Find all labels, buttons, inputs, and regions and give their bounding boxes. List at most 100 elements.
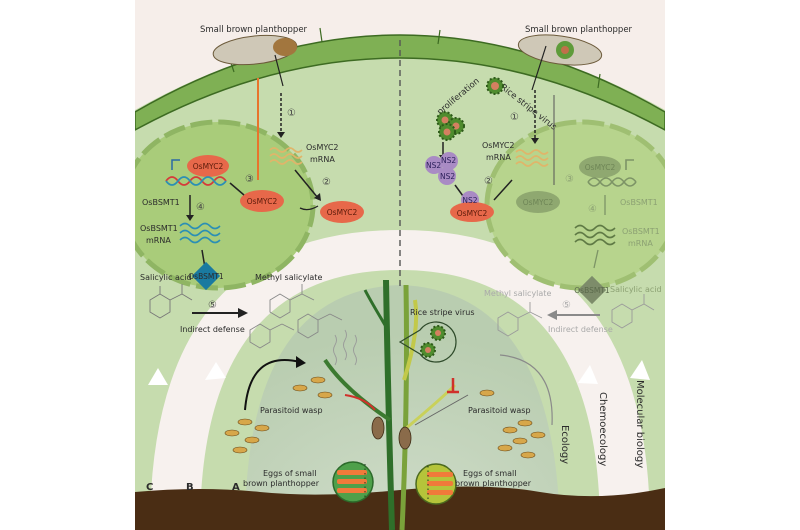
plant-planthopper-right bbox=[398, 426, 412, 450]
right-osbsmt1-mrna bbox=[574, 224, 616, 246]
right-eggs-label-1: Eggs of small bbox=[463, 469, 516, 478]
left-salicylic-acid-label: Salicylic acid bbox=[140, 273, 192, 282]
right-mrna-label-2: mRNA bbox=[486, 153, 511, 162]
level-label-a: A bbox=[232, 482, 240, 493]
plant-planthopper-left bbox=[371, 416, 385, 440]
left-bsmt-mrna-label-2: mRNA bbox=[146, 236, 171, 245]
level-ecology: Ecology bbox=[559, 425, 570, 464]
red-attack-arrow bbox=[344, 394, 376, 411]
left-step2: ② bbox=[322, 177, 331, 188]
left-arrowhead-2 bbox=[314, 193, 321, 201]
left-egg-magnifier bbox=[332, 461, 374, 503]
left-osmyc2-cytoplasm bbox=[320, 201, 364, 223]
level-chemoecology: Chemoecology bbox=[597, 392, 608, 466]
left-salicylic-structure bbox=[149, 284, 193, 319]
right-planthopper bbox=[517, 34, 603, 91]
right-salicylic-acid-label: Salicylic acid bbox=[610, 285, 662, 294]
right-dna-helix bbox=[587, 159, 637, 187]
right-wasps bbox=[479, 389, 546, 459]
left-enzyme-label: OsBSMT1 bbox=[188, 272, 224, 281]
left-volatile-plumes bbox=[333, 329, 357, 366]
right-osmyc2-nucleus bbox=[516, 191, 560, 213]
left-osmyc2-nucleus-label: OsMYC2 bbox=[247, 197, 278, 206]
left-step3: ③ bbox=[245, 174, 254, 185]
left-indirect-defense: Indirect defense bbox=[180, 325, 245, 334]
right-arrow-complex bbox=[454, 184, 464, 197]
left-step4: ④ bbox=[196, 202, 205, 213]
left-arrowhead-4 bbox=[186, 215, 194, 221]
left-dna-helix bbox=[165, 159, 227, 186]
complex-osmyc2-shape bbox=[450, 202, 494, 222]
level-arrow-right-1 bbox=[578, 365, 598, 384]
right-step1: ① bbox=[510, 112, 519, 123]
right-wasp-line bbox=[414, 394, 469, 426]
left-arrowhead-1 bbox=[277, 132, 285, 138]
left-attraction-arrowhead bbox=[296, 356, 306, 368]
left-osmyc2-dna bbox=[187, 155, 229, 177]
virus-callout-label: Rice stripe virus bbox=[410, 308, 475, 317]
right-step4: ④ bbox=[588, 204, 597, 215]
left-eggs-label-2: brown planthopper bbox=[243, 479, 320, 488]
left-arrowhead-5 bbox=[238, 308, 248, 318]
complex-ns2-label: NS2 bbox=[462, 196, 477, 205]
right-gene-label: OsBSMT1 bbox=[620, 198, 658, 207]
right-wasp-label: Parasitoid wasp bbox=[468, 406, 531, 415]
right-eggs-label-2: brown planthopper bbox=[455, 479, 532, 488]
right-arrowhead-1 bbox=[531, 138, 539, 144]
virus-callout-bubble bbox=[398, 321, 457, 363]
left-wasps bbox=[224, 376, 333, 454]
right-osbsmt1-enzyme bbox=[577, 275, 607, 305]
right-enzyme-label: OsBSMT1 bbox=[574, 286, 610, 295]
left-import-arrow bbox=[299, 205, 319, 211]
right-methyl-structure bbox=[497, 302, 543, 337]
left-osmyc2-dna-label: OsMYC2 bbox=[193, 162, 224, 171]
right-osmyc2-dna-label: OsMYC2 bbox=[585, 163, 616, 172]
chemoecology-band bbox=[150, 230, 650, 530]
right-bsmt-mrna-label-1: OsBSMT1 bbox=[622, 227, 660, 236]
level-label-b: B bbox=[186, 482, 194, 493]
left-eggs-label-1: Eggs of small bbox=[263, 469, 316, 478]
right-salicylic-structure bbox=[611, 294, 655, 329]
left-mrna-label-2: mRNA bbox=[310, 155, 335, 164]
right-planthopper-label: Small brown planthopper bbox=[525, 25, 633, 35]
right-arrow-2 bbox=[493, 179, 513, 201]
inhibit-symbol bbox=[447, 378, 459, 394]
virus-particle bbox=[486, 77, 504, 95]
right-methyl-salicylate-label: Methyl salicylate bbox=[484, 289, 551, 298]
right-step2: ② bbox=[484, 176, 493, 187]
right-osmyc2-mrna bbox=[515, 149, 549, 167]
right-mrna-label-1: OsMYC2 bbox=[482, 141, 515, 150]
left-osmyc2-nucleus bbox=[240, 190, 284, 212]
right-step3: ③ bbox=[565, 174, 574, 185]
level-arrow-c bbox=[148, 368, 168, 385]
left-methyl-structures bbox=[249, 284, 343, 349]
level-arrow-b bbox=[205, 362, 226, 380]
left-planthopper bbox=[212, 34, 298, 87]
left-gene-label: OsBSMT1 bbox=[142, 198, 180, 207]
right-step5: ⑤ bbox=[562, 300, 571, 311]
rice-plant bbox=[323, 279, 457, 530]
left-osbsmt1-mrna bbox=[179, 222, 221, 244]
right-osmyc2-dna bbox=[579, 156, 621, 178]
right-egg-magnifier bbox=[415, 463, 457, 505]
right-arrowhead-5 bbox=[547, 310, 557, 320]
left-arrow-2 bbox=[294, 169, 319, 199]
left-bsmt-mrna-label-1: OsBSMT1 bbox=[140, 224, 178, 233]
left-step1: ① bbox=[287, 108, 296, 119]
level-molecular-biology: Molecular biology bbox=[634, 380, 645, 468]
ns2-label-a: NS2 bbox=[426, 161, 441, 170]
right-arrow-enzyme bbox=[593, 249, 599, 269]
right-osmyc2-nucleus-label: OsMYC2 bbox=[523, 198, 554, 207]
level-label-c: C bbox=[146, 482, 153, 493]
ns2-label-b: NS2 bbox=[441, 156, 456, 165]
left-osmyc2-mrna bbox=[269, 147, 303, 165]
left-arrow-3 bbox=[229, 182, 245, 196]
left-nucleus bbox=[135, 119, 316, 291]
field-dome bbox=[245, 285, 560, 530]
ns2-proteins bbox=[425, 152, 458, 185]
right-indirect-defense: Indirect defense bbox=[548, 325, 613, 334]
complex-osmyc2-label: OsMYC2 bbox=[457, 209, 488, 218]
soil bbox=[135, 486, 665, 530]
ns2-label-c: NS2 bbox=[440, 172, 455, 181]
